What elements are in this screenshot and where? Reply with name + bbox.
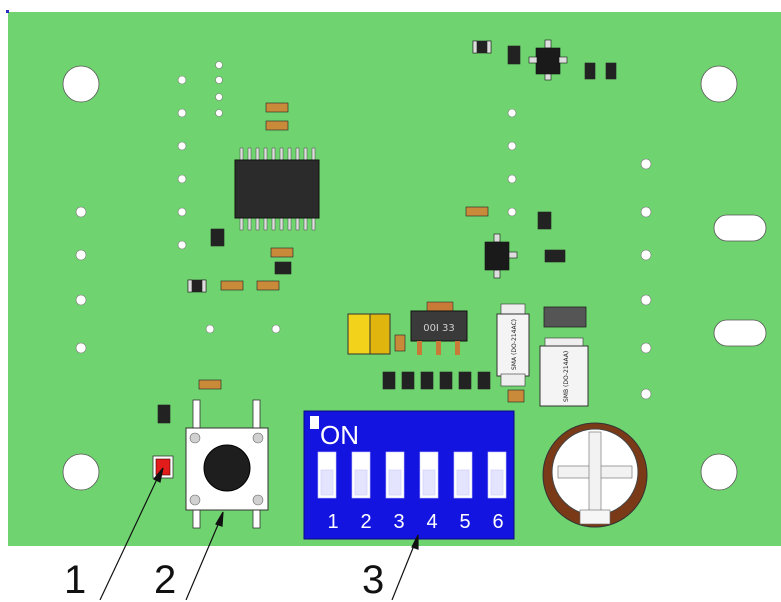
leader-line-1 [99, 476, 159, 600]
mounting-holes [62, 65, 738, 491]
dip-number-1: 1 [327, 511, 338, 533]
soic-ic [234, 147, 320, 231]
tantalum-capacitor [347, 313, 391, 355]
dip-on-label: ON [320, 420, 359, 450]
dip-number-5: 5 [459, 511, 470, 533]
dip-number-4: 4 [426, 511, 437, 533]
sma-diode: SMA (DO-214AC) [496, 303, 530, 387]
smd-gray-component [543, 306, 587, 328]
slot-lower [713, 319, 767, 347]
leader-line-2 [185, 519, 221, 600]
callout-3: 3 [362, 558, 385, 602]
smb-diode: SMB (DO-214AA) [539, 337, 589, 407]
dip-number-2: 2 [360, 511, 371, 533]
mounting-hole-bottom-right [700, 453, 738, 491]
coin-battery-holder [542, 422, 648, 528]
mounting-hole-top-left [62, 65, 100, 103]
vias [75, 61, 652, 400]
button-actuator [203, 444, 251, 492]
mounting-hole-bottom-left [62, 453, 100, 491]
leader-line-3 [391, 542, 416, 600]
dip-toggles [317, 451, 507, 499]
dip-number-3: 3 [393, 511, 404, 533]
smb-diode-marking: SMB (DO-214AA) [563, 351, 570, 402]
dip-number-6: 6 [492, 511, 503, 533]
callout-1: 1 [64, 558, 87, 602]
smd-parts [157, 40, 617, 424]
sot23-transistor-top [528, 39, 568, 81]
tactile-button [185, 399, 269, 529]
sma-diode-marking: SMA (DO-214AC) [511, 319, 518, 370]
dip-switch: ON 1 2 3 4 5 6 [303, 410, 515, 540]
leader-lines [99, 467, 419, 600]
slot-upper [713, 214, 767, 242]
led [152, 455, 174, 479]
callout-2: 2 [154, 558, 177, 602]
mounting-hole-top-right [700, 65, 738, 103]
sot23-transistor-mid [484, 233, 518, 279]
voltage-regulator: 00I 33 [410, 301, 468, 355]
regulator-marking: 00I 33 [423, 323, 455, 334]
